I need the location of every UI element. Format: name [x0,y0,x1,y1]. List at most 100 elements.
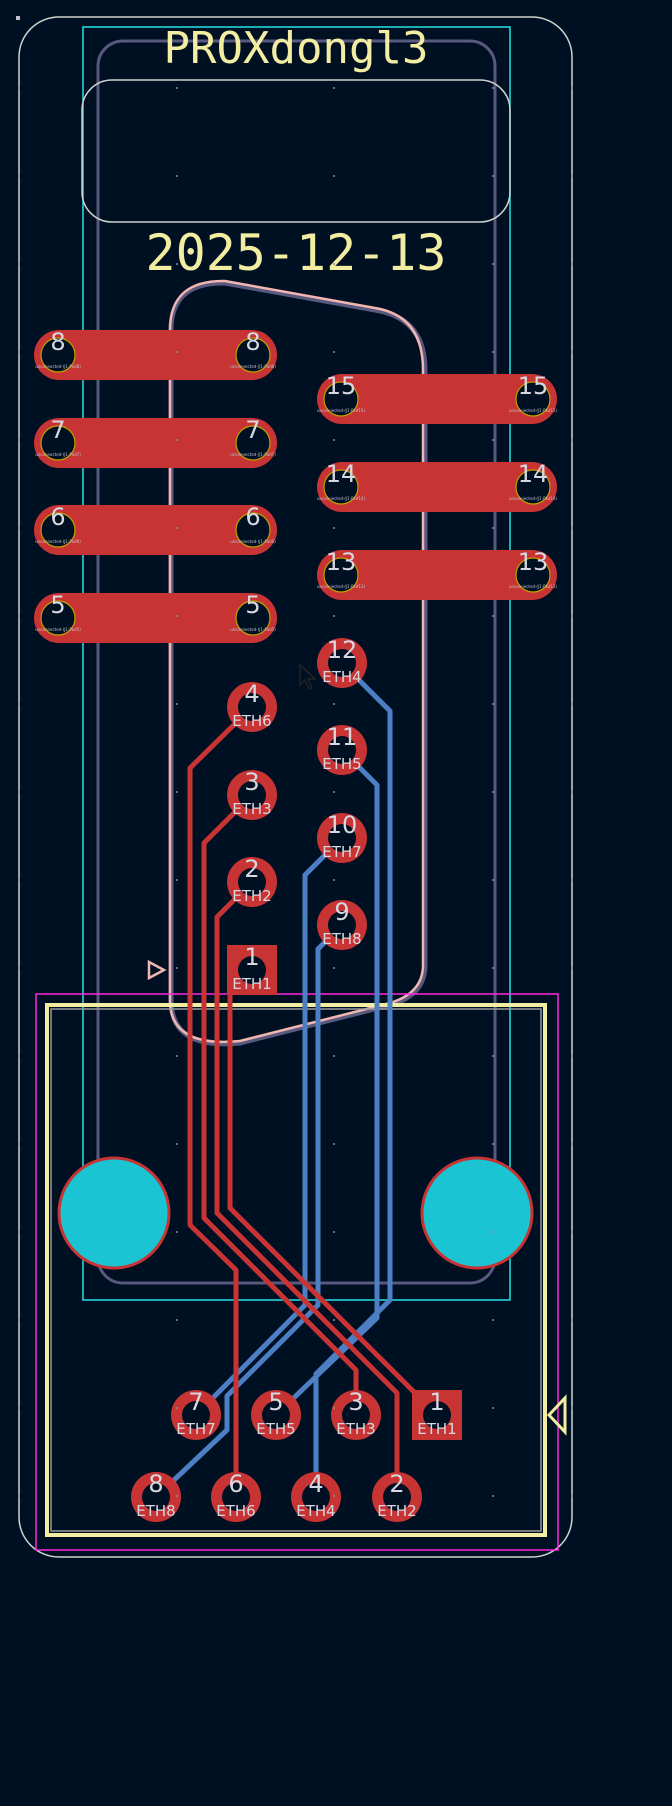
grid-dot [492,1407,494,1409]
drill-hole [238,781,266,809]
grid-dot [18,1407,20,1409]
drill-hole [235,512,271,548]
oblong-pad-6[interactable]: 6unconnected-(J1-Pad6)6unconnected-(J1-P… [34,503,277,555]
pad-number: 6 [245,503,260,531]
grid-dot [176,1319,178,1321]
drill-hole [142,1483,170,1511]
connector-outline-silk [168,279,425,1044]
pad-copper [317,374,557,424]
grid-dot [333,1319,335,1321]
mounting-hole-right [420,1156,534,1270]
grid-dot [18,87,20,89]
grid-dot [571,703,573,705]
oblong-pad-13[interactable]: 13unconnected-(J1-Pad13)13unconnected-(J… [317,548,558,600]
pad-net-name: ETH1 [232,975,271,993]
pad-net-label: unconnected-(J1-Pad7) [35,452,81,457]
grid-dot [176,527,178,529]
board-outline [18,16,573,1558]
pad-number: 5 [50,591,65,619]
pad-net-label: unconnected-(J1-Pad15) [509,408,558,413]
board-date: 2025-12-13 [145,224,446,282]
pad-net-label: unconnected-(J1-Pad14) [509,496,558,501]
pad-number: 6 [228,1470,243,1498]
drill-hole [323,381,359,417]
trace-eth6 [187,705,254,1497]
grid-dot [571,879,573,881]
grid-dot [492,879,494,881]
grid-dot [571,263,573,265]
grid-dot [333,791,335,793]
grid-dot [176,1407,178,1409]
pad-net-label: unconnected-(J1-Pad8) [230,364,276,369]
oblong-pad-5[interactable]: 5unconnected-(J1-Pad5)5unconnected-(J1-P… [34,591,277,643]
oblong-pad-8[interactable]: 8unconnected-(J1-Pad8)8unconnected-(J1-P… [34,328,277,380]
grid-dot [333,1407,335,1409]
grid-dot [333,527,335,529]
pad-net-label: unconnected-(J1-Pad13) [509,584,558,589]
pad-net-label: unconnected-(J1-Pad6) [230,539,276,544]
drill-hole [342,1401,370,1429]
grid-dot [176,967,178,969]
drill-hole [302,1483,330,1511]
pad-number: 4 [244,680,259,708]
pad-net-name: ETH6 [216,1502,255,1520]
board-title: PROXdongl3 [164,23,429,74]
grid-dot [571,791,573,793]
grid-dot [492,87,494,89]
trace-eth2 [214,880,400,1497]
rj45-pin1-marker-icon [546,1394,567,1436]
grid-dot [492,791,494,793]
grid-dot [18,791,20,793]
pad-net-name: ETH4 [322,668,361,686]
grid-dot [333,175,335,177]
grid-dot [18,615,20,617]
oblong-pad-7[interactable]: 7unconnected-(J1-Pad7)7unconnected-(J1-P… [34,416,277,468]
grid-dot [492,967,494,969]
grid-dot [333,1143,335,1145]
grid-dot [492,351,494,353]
pad-net-name: ETH2 [232,887,271,905]
pad-number: 9 [334,898,349,926]
oblong-pad-14[interactable]: 14unconnected-(J1-Pad14)14unconnected-(J… [317,460,558,512]
mounting-hole-left [57,1156,171,1270]
grid-dot [492,1495,494,1497]
drill-hole [40,425,76,461]
grid-dot [333,351,335,353]
drill-hole [515,557,551,593]
pad-copper [34,593,277,643]
oblong-pad-15[interactable]: 15unconnected-(J1-Pad15)15unconnected-(J… [317,372,558,424]
pad-number: 10 [327,811,358,839]
pad-net-name: ETH8 [136,1502,175,1520]
grid-dot [176,263,178,265]
pad-net-label: unconnected-(J1-Pad5) [35,627,81,632]
drill-hole [328,824,356,852]
drill-hole [238,868,266,896]
drill-hole [262,1401,290,1429]
pad-number: 15 [326,372,357,400]
grid-dot [571,175,573,177]
grid-dot [18,527,20,529]
grid-dot [176,175,178,177]
grid-dot [176,791,178,793]
drill-hole [328,736,356,764]
grid-dot [18,263,20,265]
pad-number: 2 [389,1470,404,1498]
